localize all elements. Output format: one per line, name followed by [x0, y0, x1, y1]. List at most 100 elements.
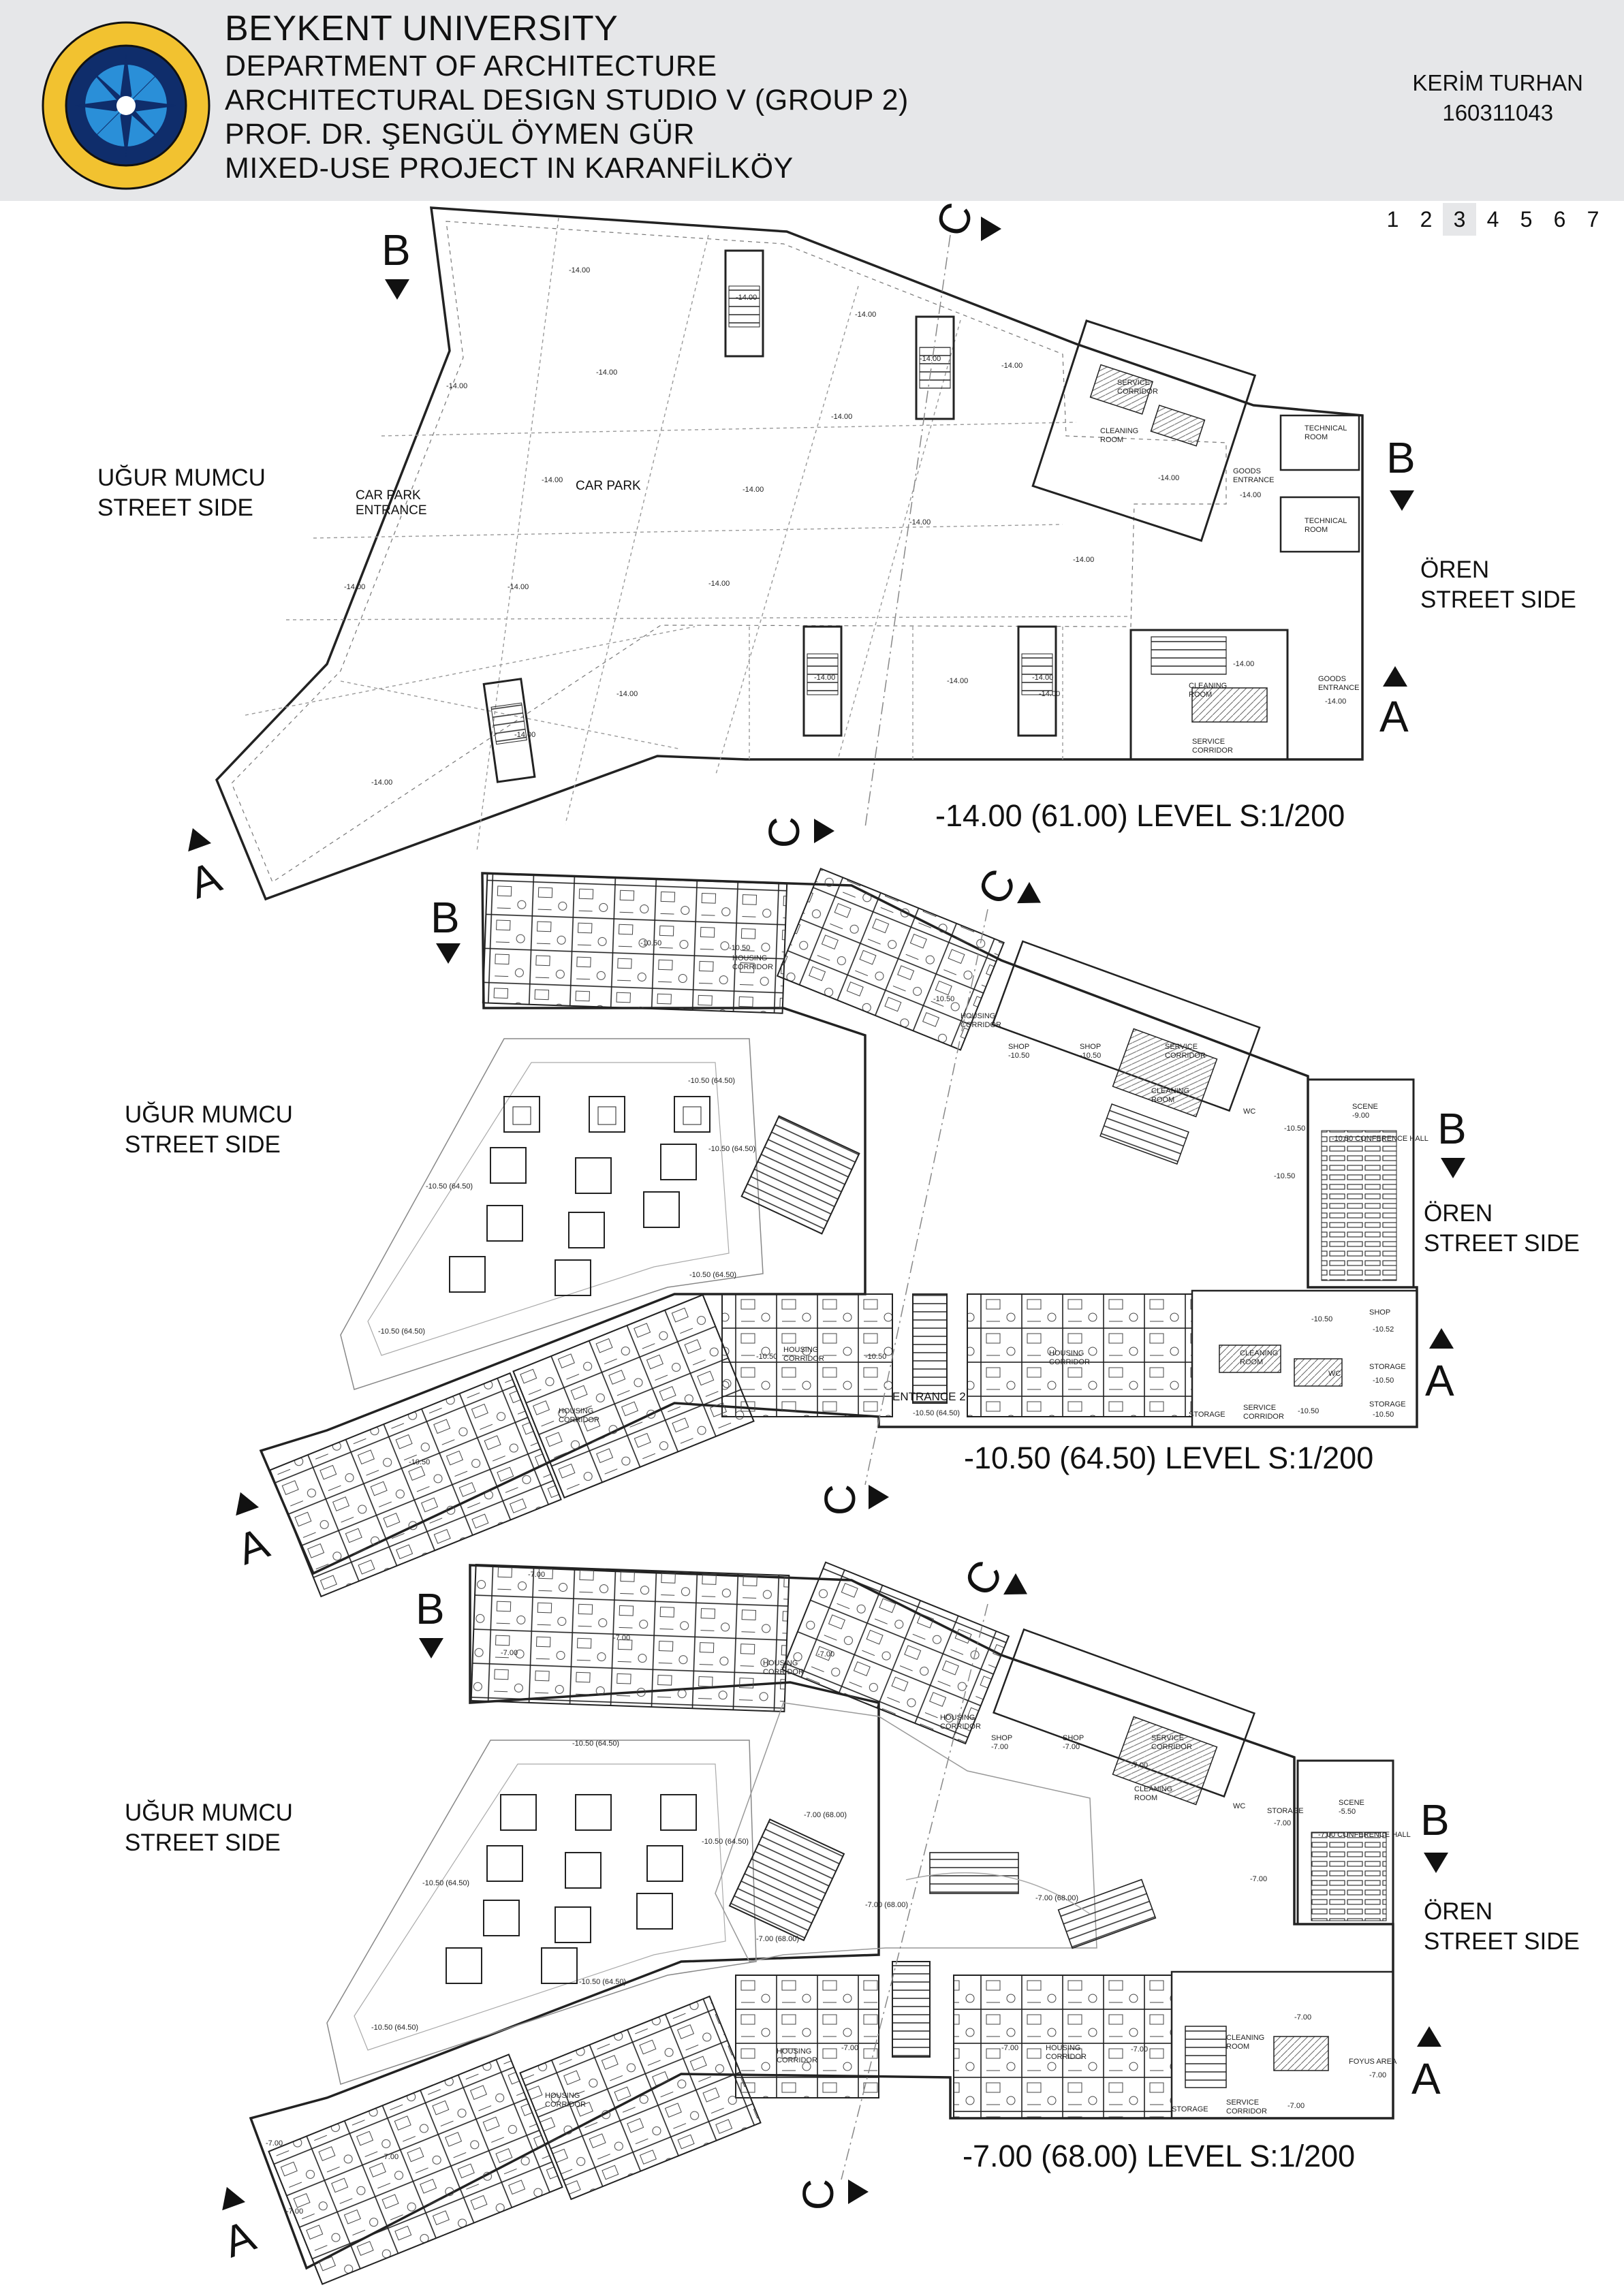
plan-1-level-tags: -14.00 -14.00 -14.00 -14.00 -14.00 -14.00 -1… — [344, 266, 1360, 787]
svg-text:-14.00: -14.00 — [814, 674, 835, 682]
svg-text:-5.50: -5.50 — [1339, 1808, 1356, 1816]
plan-2-level-tags: -10.50 -10.50 -10.50 HOUSING CORRIDOR HOUSI… — [378, 939, 1428, 1466]
section-marker-b: B — [381, 225, 411, 274]
svg-text:-14.00: -14.00 — [1240, 491, 1261, 499]
svg-text:ROOM: ROOM — [1151, 1096, 1174, 1104]
svg-text:CLEANING: CLEANING — [1100, 427, 1138, 435]
project-name: MIXED-USE PROJECT IN KARANFİLKÖY — [225, 152, 794, 185]
svg-text:SHOP: SHOP — [991, 1734, 1012, 1742]
svg-text:-14.00: -14.00 — [514, 731, 535, 739]
svg-text:-7.00 (68.00): -7.00 (68.00) — [756, 1935, 799, 1943]
svg-text:SERVICE: SERVICE — [1165, 1043, 1198, 1051]
svg-text:-14.00: -14.00 — [1039, 690, 1060, 698]
svg-text:-10.50: -10.50 — [640, 939, 661, 947]
svg-text:-7.00 (68.00): -7.00 (68.00) — [1035, 1894, 1078, 1902]
plan-level-minus-14 — [215, 206, 1364, 901]
svg-text:WC: WC — [1328, 1370, 1341, 1378]
plan-level-minus-10-50 — [259, 867, 1418, 1598]
svg-text:-10.50: -10.50 — [756, 1353, 777, 1361]
svg-text:ROOM: ROOM — [1305, 526, 1328, 534]
section-marker-b: B — [416, 1584, 445, 1633]
svg-text:HOUSING: HOUSING — [961, 1012, 995, 1020]
svg-text:SCENE: SCENE — [1339, 1799, 1364, 1807]
svg-text:HOUSING: HOUSING — [783, 1346, 818, 1354]
section-arrow-down-icon — [1390, 490, 1414, 511]
svg-text:HOUSING: HOUSING — [732, 954, 767, 962]
svg-text:CLEANING: CLEANING — [1189, 682, 1227, 690]
svg-text:CLEANING: CLEANING — [1240, 1349, 1278, 1357]
street-label-ugur-mumcu: UĞUR MUMCU STREET SIDE — [125, 1101, 293, 1158]
street-label-oren: ÖREN STREET SIDE — [1420, 556, 1576, 613]
svg-text:-14.00: -14.00 — [1032, 674, 1053, 682]
svg-text:-10.50: -10.50 — [1298, 1407, 1319, 1415]
svg-text:CLEANING: CLEANING — [1151, 1087, 1189, 1095]
section-arrow-right-icon — [981, 217, 1001, 241]
section-marker-a: A — [1411, 2054, 1441, 2103]
svg-text:-7.00: -7.00 — [381, 2153, 399, 2161]
page-number-7[interactable]: 7 — [1587, 207, 1599, 232]
svg-text:-7.00: -7.00 — [817, 1650, 834, 1658]
svg-text:-10.50 (64.50): -10.50 (64.50) — [579, 1978, 626, 1986]
svg-text:SHOP: SHOP — [1008, 1043, 1029, 1051]
svg-text:-10.50 (64.50): -10.50 (64.50) — [426, 1182, 473, 1191]
svg-text:CORRIDOR: CORRIDOR — [559, 1416, 599, 1424]
section-marker-b: B — [1386, 433, 1416, 482]
section-marker-c: C — [760, 816, 809, 849]
page-number-1[interactable]: 1 — [1386, 207, 1399, 232]
svg-text:FOYUS AREA: FOYUS AREA — [1349, 2058, 1397, 2066]
section-arrow-down-icon — [385, 279, 409, 300]
svg-text:GOODS: GOODS — [1318, 675, 1346, 683]
svg-text:-10.50: -10.50 — [729, 944, 750, 952]
page-number-4[interactable]: 4 — [1486, 207, 1499, 232]
title-block-header: BEYKENT UNIVERSITY DEPARTMENT OF ARCHITE… — [0, 0, 1624, 201]
project-title-block: BEYKENT UNIVERSITY DEPARTMENT OF ARCHITE… — [225, 8, 909, 185]
svg-text:HOUSING: HOUSING — [545, 2092, 580, 2100]
svg-text:STORAGE: STORAGE — [1369, 1363, 1406, 1371]
svg-text:-7.00: -7.00 — [1063, 1743, 1080, 1751]
svg-text:TECHNICAL: TECHNICAL — [1305, 424, 1347, 433]
page-index: 1 2 3 4 5 6 7 — [1376, 203, 1610, 236]
svg-text:-10.50 CONFERENCE HALL: -10.50 CONFERENCE HALL — [1332, 1135, 1428, 1143]
svg-text:CORRIDOR: CORRIDOR — [545, 2101, 586, 2109]
section-marker-b: B — [1437, 1104, 1467, 1153]
page-number-2[interactable]: 2 — [1420, 207, 1433, 232]
svg-text:-10.50: -10.50 — [409, 1458, 430, 1466]
page-number-5[interactable]: 5 — [1520, 207, 1533, 232]
section-arrow-down-icon — [419, 1638, 443, 1658]
svg-text:-10.50: -10.50 — [1080, 1052, 1101, 1060]
svg-text:ROOM: ROOM — [1134, 1794, 1157, 1802]
svg-text:-7.00: -7.00 — [613, 1634, 630, 1642]
svg-text:-10.50: -10.50 — [1284, 1125, 1305, 1133]
svg-text:-14.00: -14.00 — [371, 779, 392, 787]
svg-text:-14.00: -14.00 — [616, 690, 638, 698]
svg-text:HOUSING: HOUSING — [777, 2047, 811, 2056]
student-name: KERİM TURHAN — [1412, 70, 1583, 95]
svg-text:SHOP: SHOP — [1080, 1043, 1101, 1051]
street-label-ugur-mumcu: UĞUR MUMCU STREET SIDE — [97, 465, 266, 521]
section-arrow-right-icon — [869, 1485, 889, 1509]
page-number-3-active[interactable]: 3 — [1443, 203, 1476, 236]
svg-text:HOUSING: HOUSING — [763, 1659, 798, 1667]
section-marker-c: C — [815, 1483, 865, 1516]
svg-text:-10.50: -10.50 — [933, 995, 954, 1003]
department-name: DEPARTMENT OF ARCHITECTURE — [225, 50, 717, 82]
svg-text:-7.00: -7.00 — [1369, 2071, 1386, 2079]
section-arrow-up-icon — [1417, 2026, 1441, 2047]
svg-text:-7.00: -7.00 — [1131, 2045, 1148, 2054]
svg-text:-10.50: -10.50 — [1274, 1172, 1295, 1180]
svg-text:ENTRANCE: ENTRANCE — [1233, 476, 1275, 484]
svg-text:-7.00: -7.00 — [841, 2044, 858, 2052]
svg-text:STORAGE: STORAGE — [1369, 1400, 1406, 1409]
level-label-minus-14: -14.00 (61.00) LEVEL S:1/200 — [935, 798, 1345, 833]
svg-text:-10.50: -10.50 — [865, 1353, 886, 1361]
svg-text:-7.00: -7.00 — [991, 1743, 1008, 1751]
page-number-6[interactable]: 6 — [1553, 207, 1566, 232]
svg-text:-10.50 (64.50): -10.50 (64.50) — [689, 1271, 736, 1279]
street-label-oren: ÖREN STREET SIDE — [1424, 1898, 1580, 1955]
svg-text:-7.00: -7.00 — [1131, 1761, 1148, 1770]
svg-text:STORAGE: STORAGE — [1189, 1411, 1225, 1419]
university-seal-icon — [42, 21, 210, 190]
svg-text:CORRIDOR: CORRIDOR — [1117, 388, 1158, 396]
entrance-2-label: ENTRANCE 2 — [892, 1390, 966, 1403]
